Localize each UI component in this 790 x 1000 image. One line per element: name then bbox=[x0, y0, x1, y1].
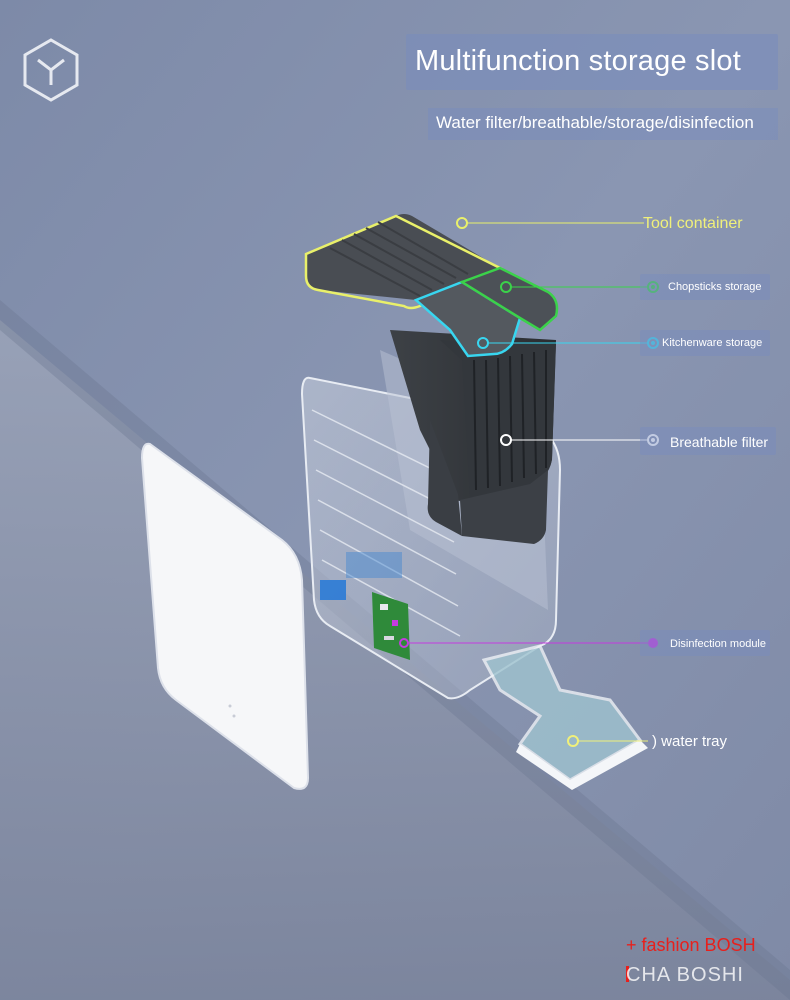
page-title: Multifunction storage slot bbox=[415, 45, 741, 77]
label-water-tray: ) water tray bbox=[652, 733, 728, 750]
label-tool-container: Tool container bbox=[643, 215, 743, 232]
brand-accent-mark bbox=[626, 966, 629, 982]
callout-breathable bbox=[500, 434, 659, 446]
water-tray bbox=[481, 644, 648, 790]
label-chopsticks-storage: Chopsticks storage bbox=[668, 281, 762, 293]
brand-text: + fashion BOSH bbox=[626, 935, 756, 955]
label-disinfection-module: Disinfection module bbox=[670, 638, 766, 650]
label-kitchenware-storage: Kitchenware storage bbox=[662, 337, 763, 349]
filter-body bbox=[390, 330, 556, 544]
cube-y-logo-icon bbox=[23, 38, 79, 102]
subtitle-background bbox=[428, 108, 778, 140]
page-subtitle: Water filter/breathable/storage/disinfec… bbox=[436, 113, 754, 132]
callout-disinfection bbox=[399, 638, 658, 648]
label-breathable-filter: Breathable filter bbox=[670, 434, 769, 450]
disinfection-label-background bbox=[640, 630, 770, 656]
callout-tool-container bbox=[456, 217, 644, 229]
white-cover-panel bbox=[140, 442, 310, 790]
brand-watermark: CHA BOSHI bbox=[626, 964, 744, 986]
callout-chopsticks bbox=[500, 281, 659, 293]
title-background bbox=[406, 34, 778, 90]
callout-kitchenware bbox=[477, 337, 659, 349]
breathable-label-background bbox=[640, 427, 776, 455]
kitchenware-label-background bbox=[640, 330, 770, 356]
callout-water-tray bbox=[567, 735, 648, 747]
chopsticks-label-background bbox=[640, 274, 770, 300]
tool-container bbox=[304, 214, 559, 358]
